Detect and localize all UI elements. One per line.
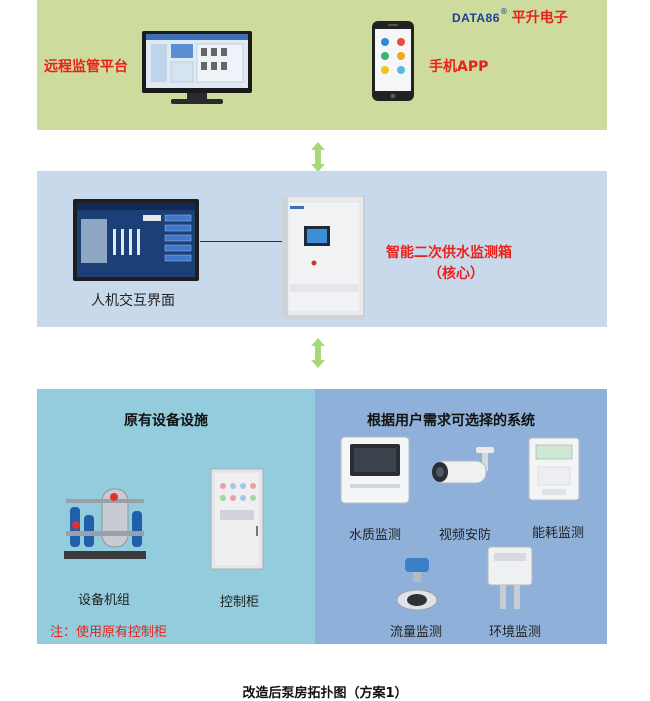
remote-platform-label: 远程监管平台 — [44, 59, 128, 75]
diagram-caption: 改造后泵房拓扑图（方案1） — [242, 686, 408, 701]
optional-item-flow: 流量监测 — [390, 625, 443, 640]
existing-equipment-panel — [37, 389, 315, 644]
brand-prefix: DATA86 — [452, 11, 500, 25]
brand-logo: DATA86® 平升电子 — [452, 7, 568, 26]
energy-meter-icon — [528, 437, 580, 505]
optional-item-video-security: 视频安防 — [439, 528, 492, 543]
double-arrow-icon-2 — [311, 338, 325, 372]
optional-item-water-quality: 水质监测 — [349, 528, 402, 543]
monitoring-box-title: 智能二次供水监测箱 — [386, 245, 512, 261]
water-quality-device-icon — [340, 436, 410, 508]
flow-meter-icon — [393, 556, 441, 620]
top-panel — [37, 0, 607, 130]
double-arrow-icon — [311, 142, 325, 176]
phone-icon — [371, 20, 415, 106]
existing-equipment-title: 原有设备设施 — [124, 413, 208, 429]
brand-suffix: 平升电子 — [511, 10, 568, 26]
hmi-screen-icon — [73, 199, 199, 285]
optional-systems-title: 根据用户需求可选择的系统 — [367, 413, 535, 429]
control-cabinet-icon — [210, 468, 264, 576]
optional-item-environment: 环境监测 — [489, 625, 542, 640]
control-cabinet-label: 控制柜 — [220, 595, 260, 610]
pump-unit-icon — [62, 485, 148, 567]
connector-line — [200, 241, 298, 242]
environment-sensor-icon — [484, 545, 536, 615]
security-camera-icon — [430, 447, 498, 501]
optional-item-energy: 能耗监测 — [532, 526, 585, 541]
monitoring-box-icon — [282, 195, 368, 324]
hmi-label: 人机交互界面 — [91, 293, 175, 309]
pump-unit-label: 设备机组 — [78, 593, 131, 608]
monitoring-box-subtitle: （核心） — [428, 266, 484, 282]
existing-equipment-note: 注：使用原有控制柜 — [50, 625, 168, 640]
monitor-icon — [141, 30, 253, 110]
mobile-app-label: 手机APP — [429, 59, 489, 75]
optional-systems-panel — [315, 389, 607, 644]
